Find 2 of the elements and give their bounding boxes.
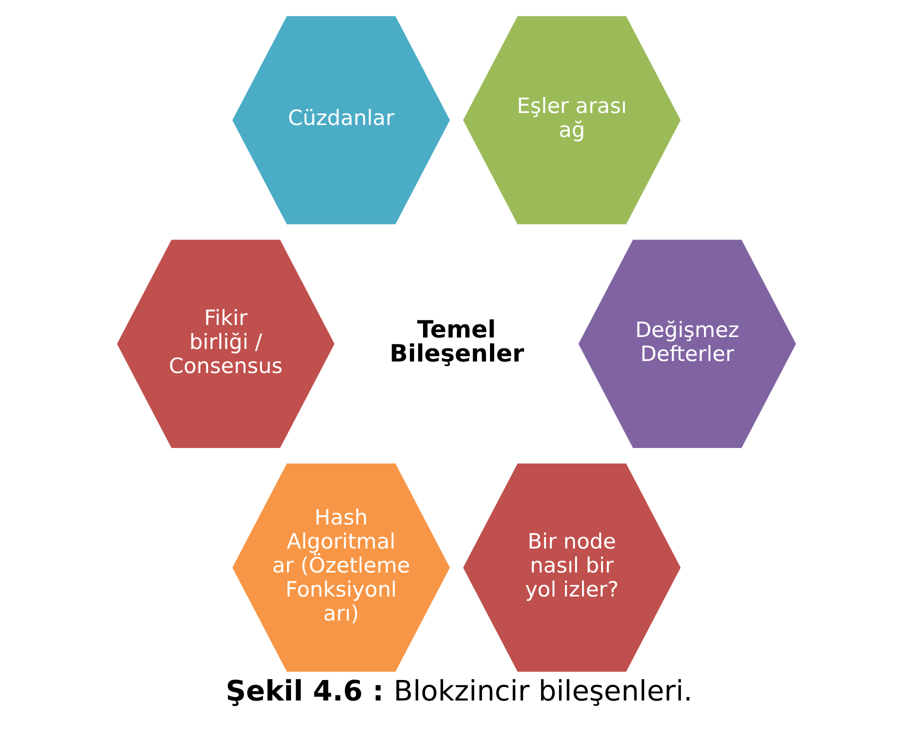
label: Temel Bileşenler <box>390 316 524 368</box>
caption: Şekil 4.6 : Blokzincir bileşenleri. <box>226 674 692 708</box>
